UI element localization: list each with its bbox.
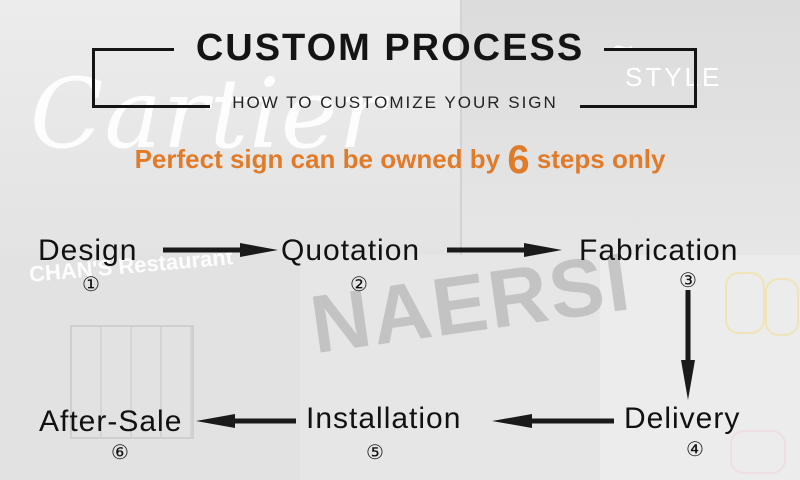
step-number-2: ② [350, 272, 368, 296]
step-number-3: ③ [679, 268, 697, 292]
frame-line [604, 48, 696, 51]
tagline-step-count: 6 [507, 138, 530, 182]
frame-line [694, 48, 697, 108]
step-number-6: ⑥ [111, 440, 129, 464]
frame-line [92, 105, 210, 108]
step-number-4: ④ [686, 437, 704, 461]
step-number-1: ① [82, 272, 100, 296]
page-subtitle: HOW TO CUSTOMIZE YOUR SIGN [232, 93, 558, 112]
background-sign-style: STYLE [625, 62, 723, 92]
frame-line [92, 48, 174, 51]
background-photo-cartier [0, 0, 460, 255]
step-fabrication: Fabrication [579, 234, 739, 267]
page-title: CUSTOM PROCESS [195, 27, 585, 69]
neon-sign-icon [730, 430, 786, 474]
arrow-quotation-to-fabrication [447, 243, 562, 257]
tagline: Perfect sign can be owned by 6 steps onl… [60, 138, 740, 183]
arrow-fabrication-to-delivery [681, 290, 695, 400]
tagline-text: Perfect sign can be owned by [134, 144, 508, 174]
background-window [70, 325, 194, 439]
neon-beer-mug-icon [725, 272, 765, 334]
step-quotation: Quotation [281, 234, 421, 267]
arrow-delivery-to-installation [492, 414, 614, 428]
background-sign-cartier: Cartier [30, 58, 386, 170]
step-installation: Installation [306, 402, 462, 435]
frame-line [580, 105, 697, 108]
step-delivery: Delivery [624, 402, 741, 435]
neon-beer-mug-icon [765, 278, 799, 336]
step-number-5: ⑤ [366, 440, 384, 464]
step-design: Design [38, 234, 138, 267]
arrow-design-to-quotation [163, 243, 278, 257]
arrow-installation-to-after-sale [196, 414, 296, 428]
background-photo-metal-letters [300, 255, 600, 480]
step-after-sale: After-Sale [39, 405, 183, 438]
background-script-sign-logo: ~ [610, 30, 635, 65]
frame-line [92, 48, 95, 108]
background-photo-storefront [460, 0, 800, 255]
tagline-text-end: steps only [529, 144, 666, 174]
